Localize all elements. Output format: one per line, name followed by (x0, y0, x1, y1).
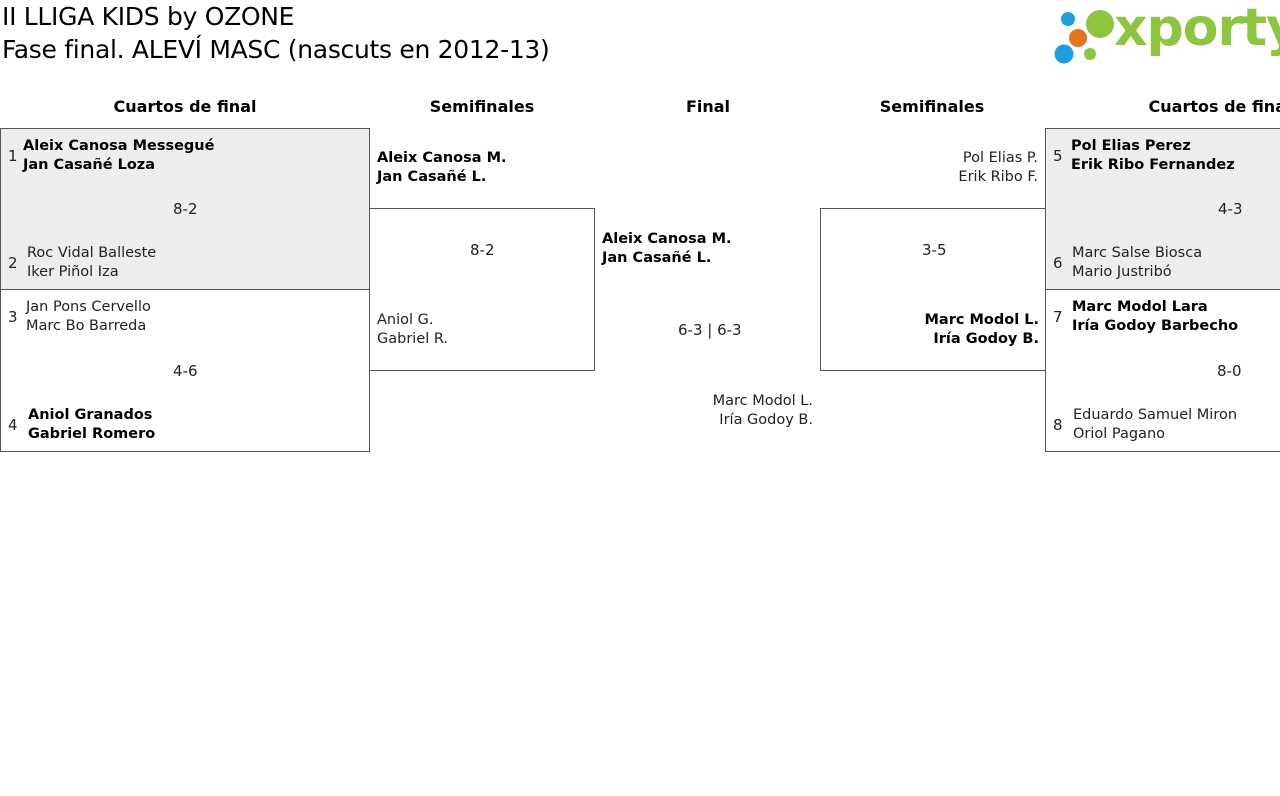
team-loser: Eduardo Samuel Miron Oriol Pagano (1073, 406, 1237, 444)
page-title: II LLIGA KIDS by OZONE (2, 2, 295, 31)
seed-number: 1 (8, 147, 18, 165)
semifinal-match-1[interactable]: 8-2 Aniol G. Gabriel R. (369, 208, 595, 371)
player-name: Erik Ribo Fernandez (1071, 157, 1235, 173)
quarterfinal-match-2[interactable]: 3 Jan Pons Cervello Marc Bo Barreda 4-6 … (0, 289, 370, 452)
quarterfinal-match-3[interactable]: 5 Pol Elias Perez Erik Ribo Fernandez 4-… (1045, 128, 1280, 290)
player-name: Marc Bo Barreda (26, 318, 147, 334)
team-winner: Pol Elias Perez Erik Ribo Fernandez (1071, 137, 1235, 175)
final-team-winner: Aleix Canosa M. Jan Casañé L. (602, 230, 732, 268)
xporty-logo-text: xporty (1114, 0, 1280, 58)
match-score: 4-3 (1218, 200, 1243, 218)
player-name: Oriol Pagano (1073, 426, 1166, 442)
player-name: Jan Casañé L. (602, 250, 712, 266)
seed-number: 7 (1053, 308, 1063, 326)
team-winner: Aleix Canosa Messegué Jan Casañé Loza (23, 137, 214, 175)
seed-number: 8 (1053, 416, 1063, 434)
final-team-loser: Marc Modol L. Iría Godoy B. (680, 392, 813, 430)
round-header-right-quarters: Cuartos de final (1148, 97, 1280, 116)
player-name: Iría Godoy B. (933, 331, 1039, 347)
player-name: Gabriel Romero (28, 426, 156, 442)
match-score: 8-0 (1217, 362, 1242, 380)
player-name: Gabriel R. (377, 331, 449, 347)
semifinal-team-winner: Marc Modol L. Iría Godoy B. (881, 311, 1039, 349)
player-name: Iker Piñol Iza (27, 264, 119, 280)
team-loser: Marc Salse Biosca Mario Justribó (1072, 244, 1202, 282)
quarterfinal-match-1[interactable]: 1 Aleix Canosa Messegué Jan Casañé Loza … (0, 128, 370, 290)
team-winner: Marc Modol Lara Iría Godoy Barbecho (1072, 298, 1238, 336)
player-name: Aleix Canosa M. (602, 231, 732, 247)
player-name: Roc Vidal Balleste (27, 245, 157, 261)
player-name: Erik Ribo F. (958, 169, 1038, 185)
round-header-final: Final (685, 97, 731, 116)
seed-number: 5 (1053, 147, 1063, 165)
round-header-right-semis: Semifinales (879, 97, 985, 116)
seed-number: 2 (8, 254, 18, 272)
match-score: 8-2 (173, 200, 198, 218)
player-name: Iría Godoy Barbecho (1072, 318, 1239, 334)
player-name: Mario Justribó (1072, 264, 1172, 280)
xporty-dots-logo-icon (1054, 10, 1114, 64)
page-subtitle: Fase final. ALEVÍ MASC (nascuts en 2012-… (2, 35, 550, 64)
player-name: Marc Modol Lara (1072, 299, 1208, 315)
player-name: Iría Godoy B. (719, 412, 813, 428)
match-score: 3-5 (922, 241, 947, 259)
player-name: Pol Elias P. (962, 150, 1038, 166)
final-score: 6-3 | 6-3 (678, 321, 742, 339)
player-name: Jan Casañé Loza (23, 157, 156, 173)
semifinal-team-winner: Aleix Canosa M. Jan Casañé L. (377, 149, 507, 187)
semifinal-team-loser: Aniol G. Gabriel R. (377, 311, 448, 349)
player-name: Jan Casañé L. (377, 169, 487, 185)
seed-number: 4 (8, 416, 18, 434)
seed-number: 3 (8, 308, 18, 326)
round-header-left-semis: Semifinales (429, 97, 535, 116)
player-name: Jan Pons Cervello (26, 299, 151, 315)
team-loser: Jan Pons Cervello Marc Bo Barreda (26, 298, 151, 336)
match-score: 4-6 (173, 362, 198, 380)
player-name: Aniol G. (377, 312, 434, 328)
player-name: Eduardo Samuel Miron (1073, 407, 1238, 423)
semifinal-team-loser: Pol Elias P. Erik Ribo F. (900, 149, 1038, 187)
team-winner: Aniol Granados Gabriel Romero (28, 406, 155, 444)
player-name: Aniol Granados (28, 407, 153, 423)
round-header-left-quarters: Cuartos de final (113, 97, 257, 116)
team-loser: Roc Vidal Balleste Iker Piñol Iza (27, 244, 156, 282)
semifinal-match-2[interactable]: 3-5 Marc Modol L. Iría Godoy B. (820, 208, 1046, 371)
player-name: Aleix Canosa M. (377, 150, 507, 166)
player-name: Marc Salse Biosca (1072, 245, 1203, 261)
player-name: Marc Modol L. (712, 393, 813, 409)
match-score: 8-2 (470, 241, 495, 259)
player-name: Marc Modol L. (924, 312, 1039, 328)
quarterfinal-match-4[interactable]: 7 Marc Modol Lara Iría Godoy Barbecho 8-… (1045, 289, 1280, 452)
player-name: Aleix Canosa Messegué (23, 138, 215, 154)
player-name: Pol Elias Perez (1071, 138, 1191, 154)
seed-number: 6 (1053, 254, 1063, 272)
xporty-logo: xporty (1050, 0, 1280, 68)
